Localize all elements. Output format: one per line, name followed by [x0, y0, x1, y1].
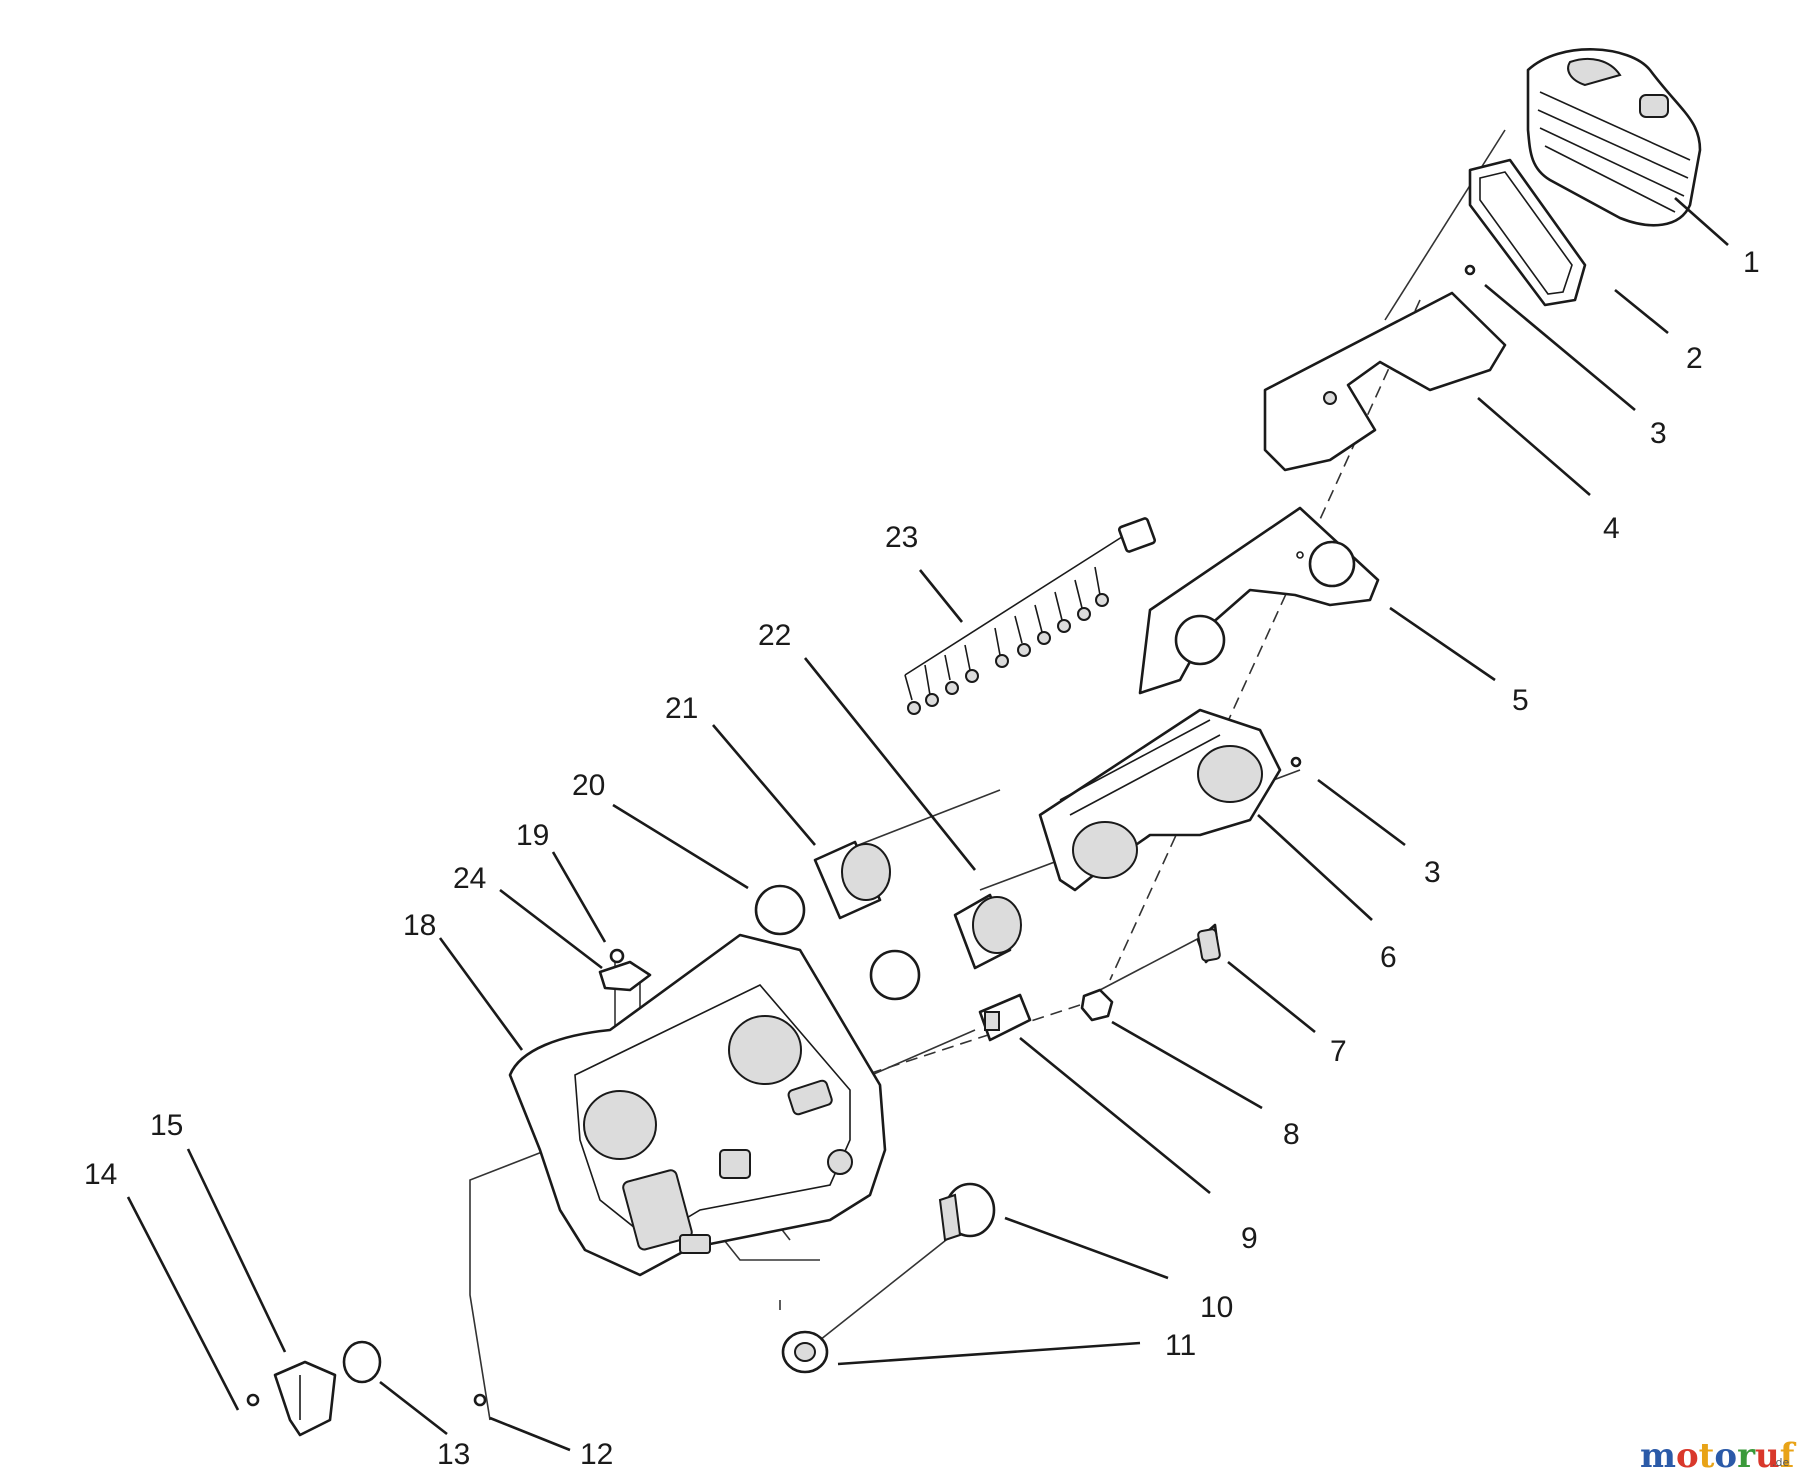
wm-letter: m — [1640, 1436, 1676, 1476]
callout-24: 24 — [453, 862, 486, 895]
watermark-suffix: .de — [1772, 1456, 1789, 1469]
callout-11: 11 — [1165, 1329, 1196, 1362]
part-20-oring-lower — [869, 949, 921, 1001]
part-24-clip — [598, 960, 652, 992]
leader-lines — [126, 197, 1729, 1452]
callout-4: 4 — [1603, 512, 1620, 545]
part-19-screw — [609, 948, 625, 964]
part-14-screw — [246, 1393, 260, 1407]
leader-7 — [1227, 960, 1316, 1034]
wm-letter: u — [1755, 1436, 1780, 1476]
leader-18 — [438, 937, 524, 1051]
part-6-gauge-housing — [1038, 708, 1282, 892]
part-10-knob — [938, 1182, 996, 1242]
part-9-connector — [978, 993, 1032, 1042]
leader-13 — [379, 1380, 448, 1436]
watermark-logo: motoruf .de — [1640, 1436, 1797, 1476]
callout-1: 1 — [1743, 246, 1760, 279]
leader-19 — [551, 851, 607, 943]
callout-14: 14 — [84, 1158, 117, 1191]
leader-15 — [186, 1148, 287, 1353]
leader-4 — [1477, 397, 1591, 496]
callout-22: 22 — [758, 619, 791, 652]
callout-3b: 3 — [1424, 856, 1441, 889]
svg-text:motoruf: motoruf — [1640, 1436, 1797, 1476]
wm-letter: r — [1737, 1436, 1756, 1476]
leader-10 — [1004, 1216, 1169, 1280]
leader-2 — [1614, 288, 1669, 335]
leader-8 — [1111, 1020, 1263, 1110]
callout-18: 18 — [403, 909, 436, 942]
callout-3a: 3 — [1650, 417, 1667, 450]
leader-14 — [126, 1196, 240, 1411]
leader-11 — [837, 1341, 1141, 1366]
part-8-nut — [1080, 988, 1114, 1022]
leader-3a — [1484, 284, 1636, 411]
callout-5: 5 — [1512, 684, 1529, 717]
callout-13: 13 — [437, 1438, 470, 1471]
part-22-gauge — [953, 893, 1022, 970]
part-11-grommet — [781, 1330, 829, 1374]
leader-22 — [803, 657, 977, 871]
callout-9: 9 — [1241, 1222, 1258, 1255]
leader-21 — [712, 724, 816, 846]
part-20-oring — [754, 884, 806, 936]
wm-letter: o — [1714, 1436, 1737, 1476]
leader-12 — [489, 1416, 571, 1452]
callout-10: 10 — [1200, 1291, 1233, 1324]
part-4-plate — [1263, 291, 1507, 472]
leader-20 — [612, 803, 749, 890]
part-23-wiring-harness — [904, 517, 1156, 715]
callout-6: 6 — [1380, 941, 1397, 974]
part-15-bracket — [273, 1360, 337, 1437]
wm-letter: f — [1780, 1436, 1797, 1476]
callout-8: 8 — [1283, 1118, 1300, 1151]
part-3-screw-lower — [1290, 756, 1302, 768]
callout-15: 15 — [150, 1109, 183, 1142]
callout-12: 12 — [580, 1438, 613, 1471]
part-1-cover — [1526, 48, 1702, 227]
wm-letter: o — [1676, 1436, 1699, 1476]
leader-1 — [1674, 197, 1729, 246]
part-5-decal-plate — [1138, 506, 1380, 695]
callout-23: 23 — [885, 521, 918, 554]
part-2-gasket — [1468, 158, 1587, 307]
part-21-gauge — [813, 840, 891, 920]
leader-24 — [499, 888, 603, 970]
callout-2: 2 — [1686, 342, 1703, 375]
callout-20: 20 — [572, 769, 605, 802]
callout-7: 7 — [1330, 1035, 1347, 1068]
leader-9 — [1019, 1036, 1211, 1195]
part-7-switch — [1196, 923, 1221, 964]
leader-6 — [1257, 814, 1373, 921]
callout-labels: 1 2 3 4 5 3 6 7 8 9 10 11 12 13 14 15 18… — [84, 246, 1760, 1471]
callout-21: 21 — [665, 692, 698, 725]
part-12-screw — [473, 1393, 487, 1407]
callout-19: 19 — [516, 819, 549, 852]
part-3-screw-upper — [1464, 264, 1476, 276]
part-18-dash-housing — [508, 933, 887, 1277]
part-13-bulb — [342, 1340, 382, 1384]
leader-3b — [1317, 778, 1406, 847]
leader-23 — [918, 569, 964, 623]
leader-5 — [1389, 606, 1496, 682]
wm-letter: t — [1699, 1436, 1715, 1476]
